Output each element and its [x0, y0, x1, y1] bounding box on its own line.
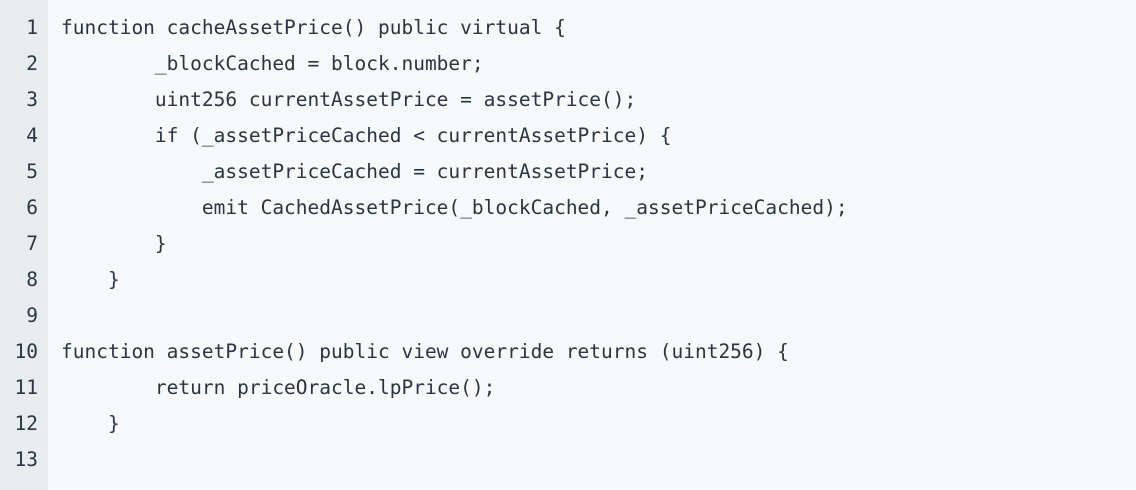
line-number: 8 — [26, 268, 38, 291]
line-number: 7 — [26, 232, 38, 255]
code-line: emit CachedAssetPrice(_blockCached, _ass… — [61, 196, 848, 219]
code-line: if (_assetPriceCached < currentAssetPric… — [61, 124, 672, 147]
line-number: 5 — [26, 160, 38, 183]
code-area[interactable]: function cacheAssetPrice() public virtua… — [48, 0, 1136, 490]
line-number: 10 — [14, 340, 38, 363]
line-number-gutter: 1 2 3 4 5 6 7 8 9 10 11 12 13 — [0, 0, 48, 490]
line-number: 3 — [26, 88, 38, 111]
code-line: } — [61, 268, 120, 291]
code-line: uint256 currentAssetPrice = assetPrice()… — [61, 88, 637, 111]
line-number: 2 — [26, 52, 38, 75]
line-number: 12 — [14, 412, 38, 435]
code-line: _blockCached = block.number; — [61, 52, 484, 75]
line-number: 9 — [26, 304, 38, 327]
line-number: 1 — [26, 16, 38, 39]
code-line: function cacheAssetPrice() public virtua… — [61, 16, 566, 39]
line-number: 6 — [26, 196, 38, 219]
code-line: _assetPriceCached = currentAssetPrice; — [61, 160, 648, 183]
code-line — [61, 298, 1136, 334]
code-line — [61, 442, 1136, 478]
code-line: return priceOracle.lpPrice(); — [61, 376, 496, 399]
code-line: } — [61, 232, 167, 255]
code-line: } — [61, 412, 120, 435]
code-line: function assetPrice() public view overri… — [61, 340, 789, 363]
line-number: 11 — [14, 376, 38, 399]
line-number: 13 — [14, 448, 38, 471]
line-number: 4 — [26, 124, 38, 147]
